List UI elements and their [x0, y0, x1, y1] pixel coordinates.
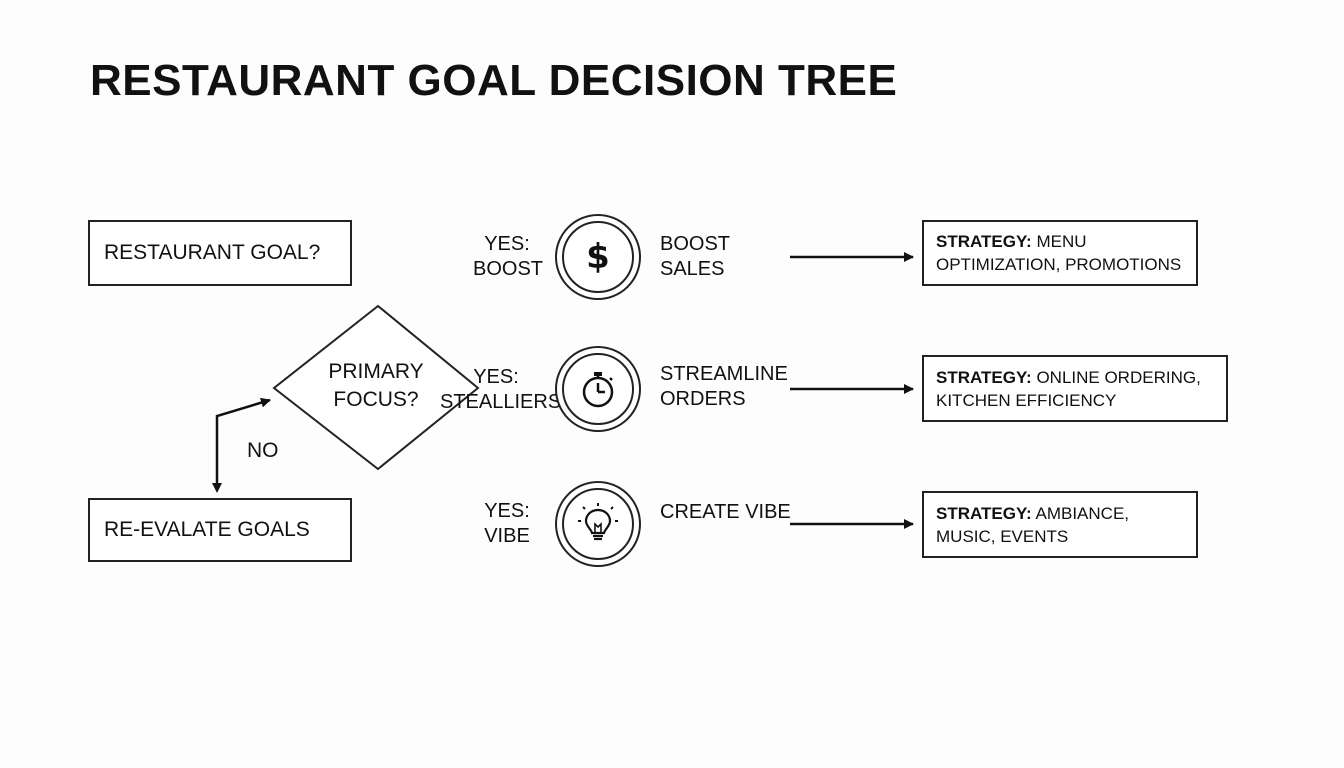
strategy-text: MENU OPTIMIZATION, PROMOTIONS — [936, 232, 1182, 274]
strategy-label: STRATEGY: — [936, 367, 1032, 387]
branch-condition-2: YES: STEALLIERS — [440, 365, 562, 415]
dollar-icon: $ — [586, 237, 610, 277]
reevaluate-label: RE-EVALATE GOALS — [104, 518, 310, 541]
no-label: NO — [247, 439, 279, 462]
decision-diamond — [272, 304, 480, 471]
outcome-line1: BOOST — [660, 233, 731, 255]
branch-outcome-2: STREAMLINE ORDERS — [660, 362, 788, 412]
svg-text:$: $ — [586, 237, 610, 277]
goal-question-label: RESTAURANT GOAL? — [104, 241, 321, 264]
branch-condition-3: YES: VIBE — [473, 499, 541, 549]
condition-line1: YES: — [473, 366, 519, 388]
decision-label-line1: PRIMARY — [328, 360, 424, 383]
strategy-box-1: STRATEGY: MENU OPTIMIZATION, PROMOTIONS — [922, 220, 1198, 286]
strategy-box-3: STRATEGY: AMBIANCE, MUSIC, EVENTS — [922, 491, 1198, 558]
outcome-line1: STREAMLINE — [660, 363, 788, 385]
condition-line2: STEALLIERS — [440, 391, 562, 413]
outcome-line2: ORDERS — [660, 388, 746, 410]
branch-outcome-3: CREATE VIBE — [660, 500, 791, 525]
outcome-line1: CREATE VIBE — [660, 501, 791, 523]
strategy-text: AMBIANCE, MUSIC, EVENTS — [936, 503, 1130, 546]
outcome-line2: SALES — [660, 258, 725, 280]
strategy-label: STRATEGY: — [936, 503, 1032, 523]
decision-label: PRIMARY FOCUS? — [300, 358, 452, 414]
condition-line1: YES: — [484, 233, 530, 255]
reevaluate-box: RE-EVALATE GOALS — [88, 498, 352, 562]
branch-icon-circle-2 — [555, 346, 641, 432]
branch-outcome-1: BOOST SALES — [660, 232, 730, 282]
condition-line2: BOOST — [473, 258, 544, 280]
strategy-label: STRATEGY: — [936, 232, 1032, 251]
lightbulb-icon — [578, 503, 618, 541]
condition-line1: YES: — [484, 500, 530, 522]
strategy-text: ONLINE ORDERING, KITCHEN EFFICIENCY — [936, 367, 1201, 410]
branch-icon-circle-1: $ — [555, 214, 641, 300]
condition-line2: VIBE — [484, 525, 530, 547]
goal-question-box: RESTAURANT GOAL? — [88, 220, 352, 286]
decision-label-line2: FOCUS? — [333, 388, 419, 411]
no-loop-arrow — [212, 397, 271, 493]
strategy-box-2: STRATEGY: ONLINE ORDERING, KITCHEN EFFIC… — [922, 355, 1228, 422]
stopwatch-icon — [582, 372, 614, 408]
page-title: RESTAURANT GOAL DECISION TREE — [90, 56, 898, 105]
branch-condition-1: YES: BOOST — [473, 232, 544, 282]
branch-icon-circle-3 — [555, 481, 641, 567]
